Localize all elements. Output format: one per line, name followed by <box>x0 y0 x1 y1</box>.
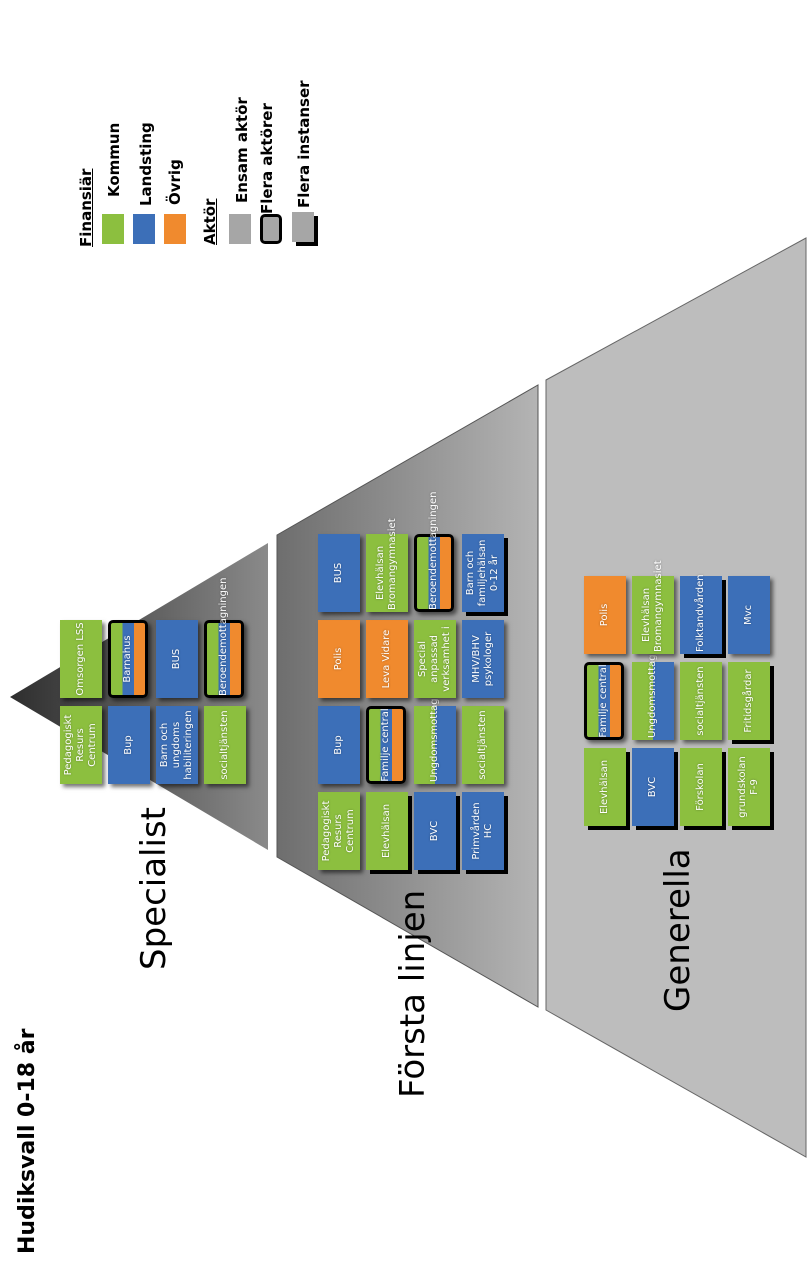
service-box-fl-special: Special anpassad verksamhet i <box>414 620 456 698</box>
service-box-label: Förskolan <box>695 763 706 811</box>
service-box-label: grundskolan F-9 <box>737 756 760 818</box>
service-box-fl-bvc: BVC <box>414 792 456 870</box>
service-box-sp-socialtjansten: socialtjänsten <box>204 706 246 784</box>
legend-landsting-label: Landsting <box>137 122 155 206</box>
service-box-fl-elevhalsan: Elevhälsan <box>366 792 408 870</box>
service-box-label: Bup <box>123 735 134 755</box>
service-box-ge-bvc: BVC <box>632 748 674 826</box>
legend-ensam-swatch <box>229 214 251 244</box>
service-box-label: Elevhälsan Bromangymnasiet <box>641 560 664 652</box>
legend-flera-aktorer-label: Flera aktörer <box>258 103 276 214</box>
service-box-label: socialtjänsten <box>219 710 230 780</box>
service-box-ge-elevhalsan-brom: Elevhälsan Bromangymnasiet <box>632 560 674 654</box>
service-box-sp-pedagogiskt: Pedagogiskt Resurs Centrum <box>60 706 102 784</box>
level-label-forsta-linjen: Första linjen <box>393 889 433 1098</box>
service-box-label: Pedagogiskt Resurs Centrum <box>63 714 98 776</box>
service-box-sp-omsorgen: Omsorgen LSS <box>60 620 102 698</box>
level-label-specialist: Specialist <box>134 807 174 970</box>
service-box-fl-bup: Bup <box>318 706 360 784</box>
service-box-fl-barn-familj: Barn och familjehälsan 0-12 år <box>462 534 504 612</box>
service-box-label: BUS <box>333 562 344 584</box>
service-box-label: socialtjänsten <box>477 710 488 780</box>
service-box-fl-beroende: Beroendemottagningen <box>414 491 454 612</box>
service-box-ge-mvc: Mvc <box>728 576 770 654</box>
service-box-label: Ungdomsmottagningen <box>647 620 658 738</box>
service-box-label: Mvc <box>743 604 754 626</box>
service-box-label: Fritidsgårdar <box>743 669 754 733</box>
service-box-ge-fritidsgardar: Fritidsgårdar <box>728 662 770 740</box>
service-box-label: Pedagogiskt Resurs Centrum <box>321 800 356 862</box>
service-box-label: Polis <box>333 647 344 671</box>
service-box-fl-ungdomsmott: Ungdomsmottagningen <box>414 664 456 784</box>
legend-landsting-swatch <box>133 214 155 244</box>
service-box-label: BUS <box>171 648 182 670</box>
legend-aktor-heading: Aktör <box>201 198 219 245</box>
service-box-label: Bup <box>333 735 344 755</box>
service-box-label: Barn och familjehälsan 0-12 år <box>465 539 500 607</box>
service-box-ge-grundskolan: grundskolan F-9 <box>728 748 770 826</box>
service-box-label: Elevhälsan Bromangymnasiet <box>375 518 398 610</box>
service-box-label: MHV/BHV psykologer <box>471 631 494 687</box>
service-box-fl-familje: Familje central <box>366 706 406 784</box>
service-box-label: Familje central <box>598 664 609 738</box>
service-box-label: Familje central <box>380 708 391 782</box>
service-box-label: Leva Vidare <box>381 629 392 689</box>
service-box-label: Ungdomsmottagningen <box>429 664 440 782</box>
service-box-fl-pedagogiskt: Pedagogiskt Resurs Centrum <box>318 792 360 870</box>
service-box-sp-bup: Bup <box>108 706 150 784</box>
legend-flera-instanser-swatch <box>292 212 314 242</box>
service-box-label: Barnahus <box>122 635 133 683</box>
service-box-ge-socialtjansten: socialtjänsten <box>680 662 722 740</box>
service-box-label: Barn och ungdoms habiliteringen <box>159 710 194 780</box>
service-box-label: Elevhälsan <box>599 759 610 815</box>
service-box-sp-barnahus: Barnahus <box>108 620 148 698</box>
service-box-label: socialtjänsten <box>695 666 706 736</box>
generella-tier <box>545 237 807 1158</box>
service-box-fl-bus: BUS <box>318 534 360 612</box>
service-box-label: Special anpassad verksamhet i <box>417 626 452 692</box>
legend-flera-aktorer-swatch <box>260 214 282 244</box>
service-box-fl-socialtjansten: socialtjänsten <box>462 706 504 784</box>
service-box-ge-ungdomsmott: Ungdomsmottagningen <box>632 620 674 740</box>
legend-ensam-label: Ensam aktör <box>233 97 251 203</box>
service-box-label: BVC <box>647 776 658 798</box>
service-box-fl-leva-vidare: Leva Vidare <box>366 620 408 698</box>
service-box-fl-elevhalsan-brom: Elevhälsan Bromangymnasiet <box>366 518 408 612</box>
service-box-label: Primvården HC <box>471 802 494 860</box>
service-box-sp-barn-ungdoms: Barn och ungdoms habiliteringen <box>156 706 198 784</box>
service-box-sp-bus: BUS <box>156 620 198 698</box>
service-box-ge-elevhalsan: Elevhälsan <box>584 748 626 826</box>
legend-flera-instanser-label: Flera instanser <box>295 80 313 208</box>
service-box-ge-polis: Polis <box>584 576 626 654</box>
service-box-ge-familje: Familje central <box>584 662 624 740</box>
service-box-ge-folktandvarden: Folktandvården <box>680 574 722 654</box>
service-box-label: BVC <box>429 820 440 842</box>
level-label-generella: Generella <box>658 848 698 1012</box>
legend-kommun-label: Kommun <box>105 122 123 197</box>
service-box-label: Beroendemottagningen <box>428 491 439 610</box>
legend-ovrig-swatch <box>164 214 186 244</box>
service-box-ge-forskolan: Förskolan <box>680 748 722 826</box>
service-box-fl-polis: Polis <box>318 620 360 698</box>
service-box-label: Folktandvården <box>695 574 706 652</box>
service-box-label: Polis <box>599 603 610 627</box>
service-box-fl-primvarden: Primvården HC <box>462 792 504 870</box>
service-box-sp-beroende: Beroendemottagningen <box>204 577 244 698</box>
service-box-label: Beroendemottagningen <box>218 577 229 696</box>
service-box-fl-mhv: MHV/BHV psykologer <box>462 620 504 698</box>
service-box-label: Elevhälsan <box>381 803 392 859</box>
legend-kommun-swatch <box>102 214 124 244</box>
page-title: Hudiksvall 0-18 år <box>15 1028 40 1254</box>
service-box-label: Omsorgen LSS <box>75 622 86 696</box>
legend-finansiar-heading: Finansiär <box>77 168 95 247</box>
legend-ovrig-label: Övrig <box>166 159 184 205</box>
